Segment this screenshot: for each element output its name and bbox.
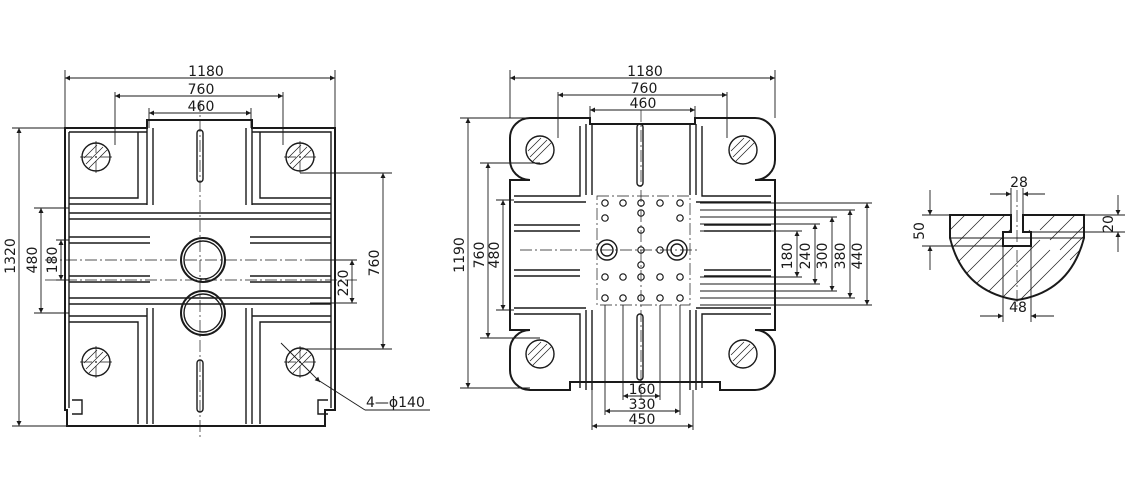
middle-dim-450: 450 xyxy=(629,412,656,428)
left-dim-right-760: 760 xyxy=(367,250,383,277)
middle-dim-480v: 480 xyxy=(487,242,503,269)
left-dim-1320: 1320 xyxy=(3,238,19,274)
left-corner-pocket-tl xyxy=(69,132,147,205)
middle-dim-760v: 760 xyxy=(472,242,488,269)
middle-dim-180: 180 xyxy=(780,243,796,270)
left-platen-view: 1180 760 460 1320 480 180 760 220 4—ϕ140 xyxy=(3,64,430,440)
middle-dim-1190: 1190 xyxy=(452,237,468,273)
left-platen-outline xyxy=(64,119,336,427)
left-corner-pocket-br xyxy=(252,315,331,424)
middle-dim-1180: 1180 xyxy=(627,64,663,80)
left-dim-760: 760 xyxy=(188,82,215,98)
left-horizontal-slots xyxy=(69,212,331,305)
middle-dim-460: 460 xyxy=(630,96,657,112)
middle-corner-hole-br xyxy=(728,339,758,369)
left-dim-180: 180 xyxy=(45,247,61,274)
middle-grid-bounds xyxy=(520,110,700,400)
left-hole-callout-leader xyxy=(317,379,366,411)
section-dim-50: 50 xyxy=(912,222,928,240)
left-dim-1180: 1180 xyxy=(188,64,224,80)
middle-corner-hole-tr xyxy=(728,135,758,165)
middle-dim-240: 240 xyxy=(798,243,814,270)
left-vertical-slot-left xyxy=(146,128,154,424)
middle-corner-pockets xyxy=(514,126,771,388)
t-slot-section-view: 28 50 20 48 xyxy=(912,175,1125,322)
left-hole-callout-arrow-a xyxy=(280,342,321,383)
middle-dim-440: 440 xyxy=(850,243,866,270)
left-dim-480: 480 xyxy=(25,247,41,274)
middle-center-slot-top xyxy=(636,123,644,187)
middle-center-slot-bottom xyxy=(636,313,644,381)
section-dim-28: 28 xyxy=(1010,175,1028,191)
middle-dim-330: 330 xyxy=(629,397,656,413)
middle-dim-380: 380 xyxy=(833,243,849,270)
left-corner-pocket-bl xyxy=(69,315,147,424)
left-dim-460: 460 xyxy=(188,99,215,115)
middle-platen-outline xyxy=(509,117,776,391)
middle-vertical-slots xyxy=(585,124,697,390)
middle-corner-hole-bl xyxy=(525,339,555,369)
middle-corner-hole-tl xyxy=(525,135,555,165)
middle-dim-760: 760 xyxy=(631,81,658,97)
section-dim-20: 20 xyxy=(1101,215,1117,233)
left-hole-callout: 4—ϕ140 xyxy=(366,395,425,411)
middle-dim-160: 160 xyxy=(629,382,656,398)
section-dim-48: 48 xyxy=(1009,300,1027,316)
left-center-hole-lower xyxy=(180,290,226,336)
section-hatching xyxy=(950,215,1084,300)
left-bottom-notches xyxy=(72,399,328,415)
left-vertical-slot-right xyxy=(245,128,253,424)
left-corner-pocket-tr xyxy=(252,132,331,205)
section-outline xyxy=(949,214,1085,302)
middle-dim-300: 300 xyxy=(815,243,831,270)
middle-platen-view: 1180 760 460 1190 760 480 180 240 300 38… xyxy=(452,64,872,430)
left-dim-220: 220 xyxy=(336,270,352,297)
